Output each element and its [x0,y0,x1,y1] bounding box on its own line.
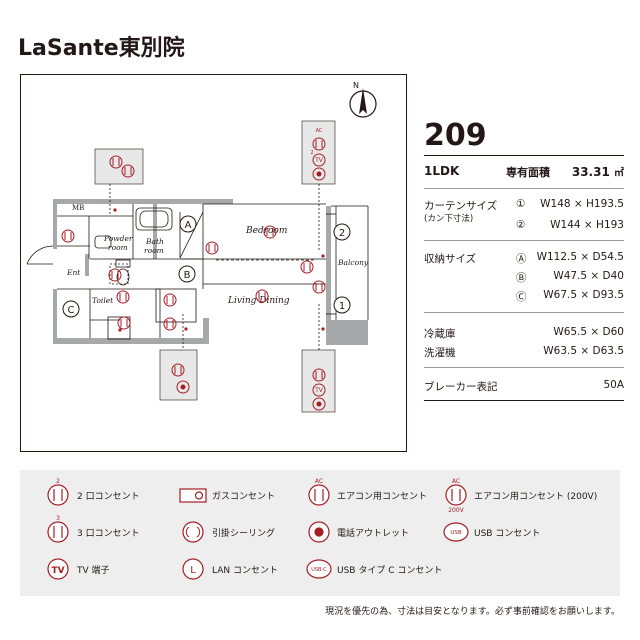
svg-text:Bedroom: Bedroom [245,226,287,236]
footer-note: 現況を優先の為、寸法は目安となります。必ず事前確認をお願いします。 [325,607,620,617]
svg-text:3: 3 [56,515,60,522]
svg-text:Balcony: Balcony [337,258,369,267]
room-number: 209 [424,118,487,153]
legend-ac-200v: エアコン用コンセント (200V) [474,492,598,502]
floor-plan-frame [20,74,407,452]
legend-gas: ガスコンセント [212,492,276,502]
svg-text:B: B [184,270,191,281]
svg-text:L: L [190,565,196,576]
svg-text:TV: TV [51,566,64,576]
legend-ceiling: 引掛シーリング [212,529,276,539]
svg-text:Toilet: Toilet [92,296,114,305]
svg-text:Powder: Powder [103,234,133,243]
legend-usbc: USB タイプ C コンセント [337,566,443,576]
svg-text:C: C [68,305,75,316]
svg-text:USB: USB [450,530,462,536]
legend: 2 AC AC 200V 3 USB TV L USB-C 2 口コンセント ガ… [20,470,620,596]
page-title: LaSante東別院 [18,36,185,61]
legend-lan: LAN コンセント [212,566,278,576]
legend-ac: エアコン用コンセント [337,492,428,502]
svg-text:room: room [144,246,164,255]
legend-tv: TV 端子 [77,566,110,576]
svg-text:AC: AC [316,128,323,134]
svg-text:AC: AC [452,478,460,485]
north-compass-icon: N [349,81,377,118]
svg-text:Bath: Bath [145,237,164,246]
svg-text:N: N [353,81,359,90]
svg-text:USB-C: USB-C [311,567,327,573]
floor-plan: N MB Powder room Bath room Bedroom Balco… [26,81,377,413]
svg-text:MB: MB [72,204,84,212]
svg-text:AC: AC [315,478,323,485]
svg-text:room: room [108,243,128,252]
svg-text:TV: TV [314,157,324,164]
svg-text:200V: 200V [448,507,464,514]
legend-icons: 2 AC AC 200V 3 USB TV L USB-C [47,478,469,580]
svg-text:A: A [185,220,192,231]
svg-text:TV: TV [314,387,324,394]
legend-outlet-2: 2 口コンセント [77,492,140,502]
svg-text:2: 2 [56,478,60,485]
legend-outlet-3: 3 口コンセント [77,529,140,539]
legend-phone: 電話アウトレット [337,529,410,539]
svg-text:1: 1 [339,301,345,312]
svg-text:Ent: Ent [66,268,81,277]
legend-usb: USB コンセント [474,529,541,539]
svg-text:2: 2 [339,228,345,239]
svg-text:2: 2 [310,150,313,156]
curtain-sub: (カン下寸法) [424,214,474,224]
